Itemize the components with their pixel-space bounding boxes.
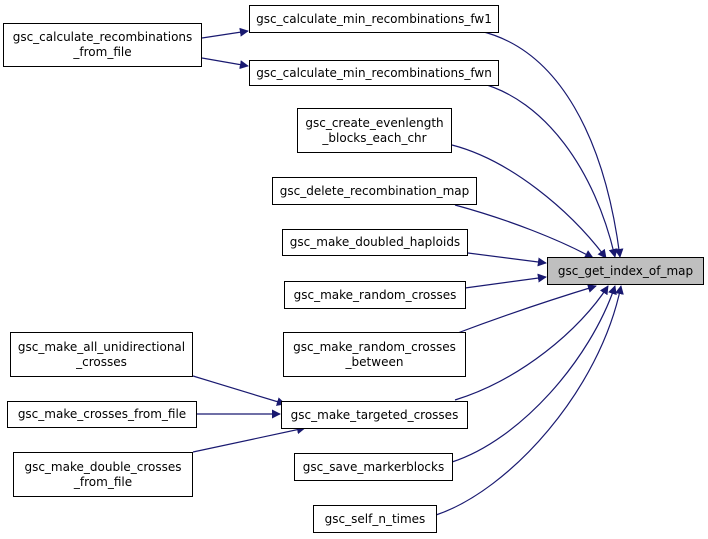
- node-label: gsc_calculate_recombinations _from_file: [12, 30, 193, 59]
- node-gsc-make-random-crosses[interactable]: gsc_make_random_crosses: [284, 281, 466, 309]
- edge-random-to-target: [464, 273, 547, 289]
- node-label: gsc_make_crosses_from_file: [17, 407, 187, 421]
- node-gsc-save-markerblocks[interactable]: gsc_save_markerblocks: [294, 453, 453, 481]
- node-label: gsc_calculate_min_recombinations_fw1: [256, 11, 492, 26]
- node-label: gsc_make_random_crosses: [293, 287, 457, 302]
- node-gsc-calculate-min-recombinations-fw1[interactable]: gsc_calculate_min_recombinations_fw1: [249, 5, 499, 33]
- node-gsc-make-targeted-crosses[interactable]: gsc_make_targeted_crosses: [281, 401, 468, 429]
- node-gsc-get-index-of-map: gsc_get_index_of_map: [547, 257, 704, 285]
- edge-self-to-target: [435, 285, 624, 516]
- edge-random-between-to-target: [454, 284, 597, 335]
- node-label: gsc_self_n_times: [324, 511, 426, 526]
- node-label: gsc_make_all_unidirectional _crosses: [17, 339, 186, 369]
- node-label: gsc_make_random_crosses _between: [293, 339, 456, 369]
- edge-recombfile-to-fw1: [201, 27, 249, 39]
- node-gsc-self-n-times[interactable]: gsc_self_n_times: [313, 505, 437, 533]
- node-gsc-make-all-unidirectional-crosses[interactable]: gsc_make_all_unidirectional _crosses: [10, 332, 193, 377]
- edge-save-to-target: [451, 285, 617, 463]
- node-label: gsc_make_double_crosses _from_file: [24, 459, 182, 489]
- node-gsc-calculate-recombinations-from-file[interactable]: gsc_calculate_recombinations _from_file: [3, 23, 202, 67]
- node-gsc-make-double-crosses-from-file[interactable]: gsc_make_double_crosses _from_file: [13, 452, 193, 497]
- node-label: gsc_make_doubled_haploids: [289, 235, 461, 249]
- edge-delete-to-target: [454, 204, 594, 259]
- node-label: gsc_delete_recombination_map: [279, 183, 470, 198]
- edge-targeted-to-target: [454, 285, 609, 401]
- edge-recombfile-to-fwn: [201, 57, 249, 70]
- edge-doublecrosses-to-targeted: [192, 425, 306, 453]
- edge-unidirectional-to-targeted: [192, 375, 286, 406]
- edge-doubled-to-target: [467, 252, 547, 267]
- node-label: gsc_create_evenlength _blocks_each_chr: [305, 115, 444, 145]
- node-label: gsc_get_index_of_map: [557, 263, 694, 278]
- edge-evenlength-to-target: [451, 144, 607, 259]
- node-label: gsc_calculate_min_recombinations_fwn: [256, 65, 492, 80]
- node-gsc-make-doubled-haploids[interactable]: gsc_make_doubled_haploids: [282, 229, 468, 256]
- node-gsc-create-evenlength-blocks-each-chr[interactable]: gsc_create_evenlength _blocks_each_chr: [297, 108, 452, 153]
- node-gsc-make-random-crosses-between[interactable]: gsc_make_random_crosses _between: [283, 332, 466, 377]
- node-label: gsc_save_markerblocks: [302, 459, 445, 474]
- node-gsc-delete-recombination-map[interactable]: gsc_delete_recombination_map: [272, 177, 477, 205]
- node-label: gsc_make_targeted_crosses: [290, 407, 459, 422]
- node-gsc-make-crosses-from-file[interactable]: gsc_make_crosses_from_file: [7, 401, 197, 428]
- edge-fwn-to-target: [479, 82, 618, 258]
- node-gsc-calculate-min-recombinations-fwn[interactable]: gsc_calculate_min_recombinations_fwn: [249, 60, 499, 86]
- edge-fw1-to-target: [479, 30, 624, 258]
